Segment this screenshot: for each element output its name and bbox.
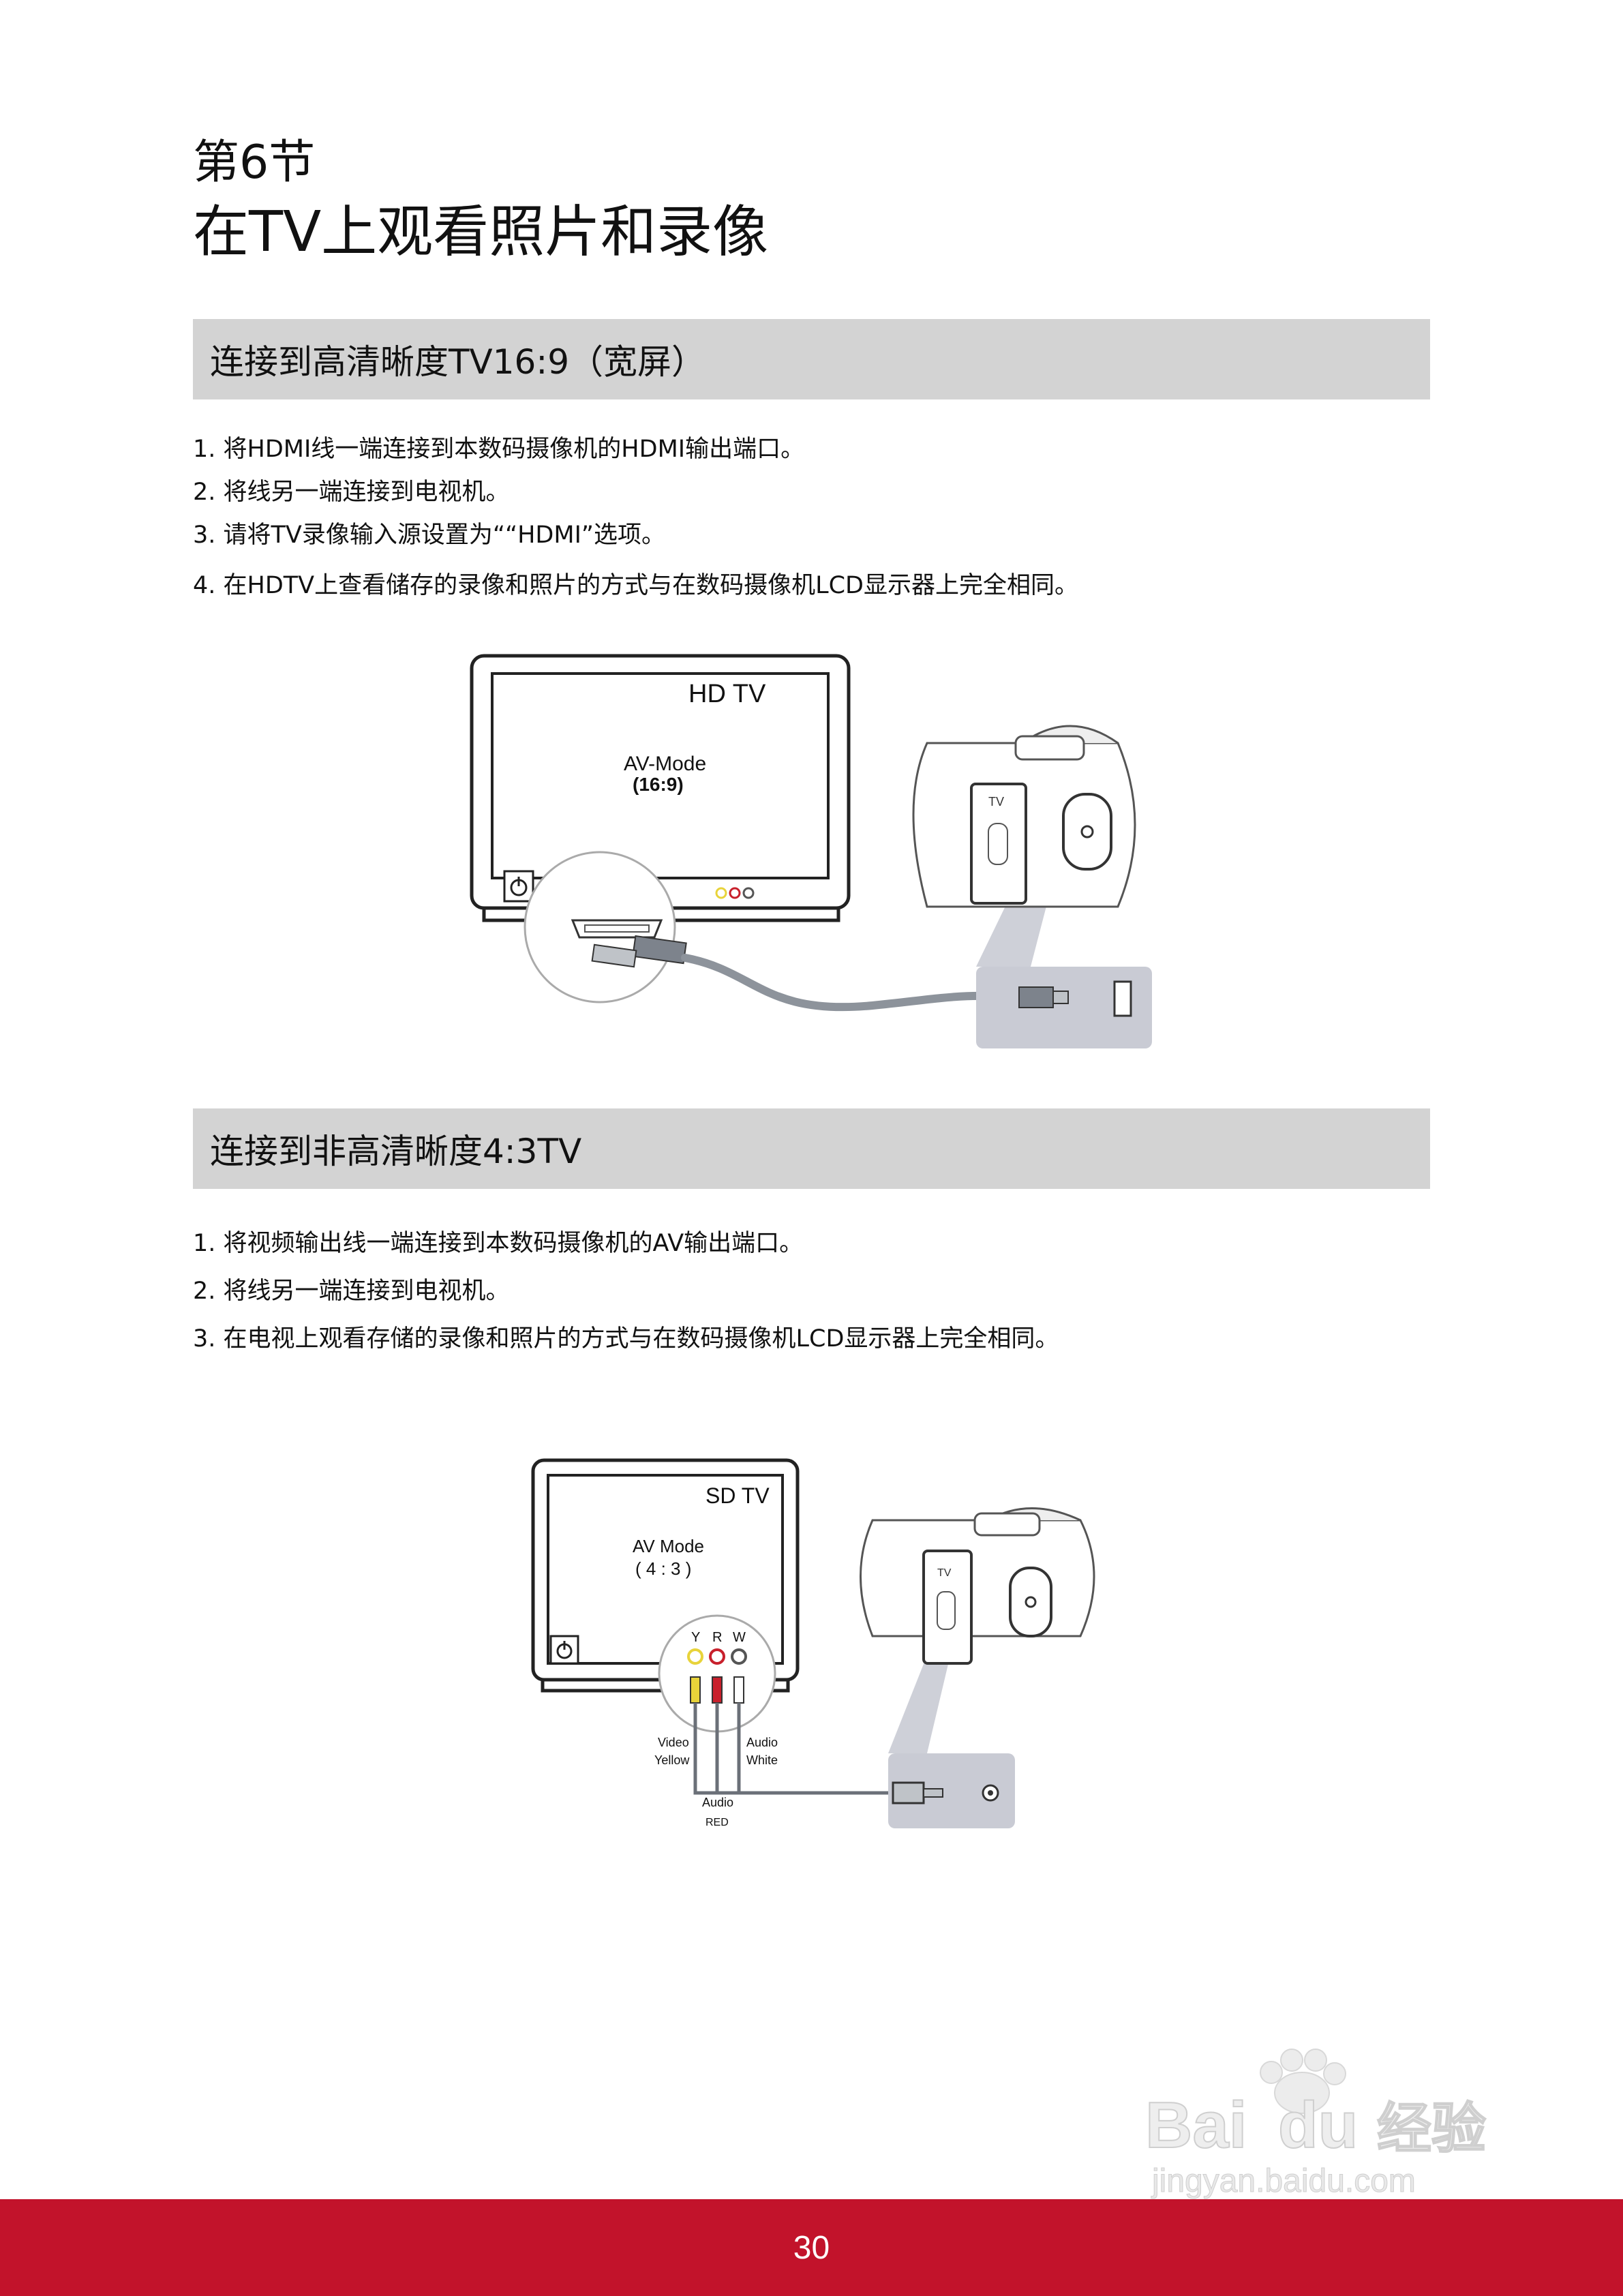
- jack-r-label: R: [712, 1630, 722, 1645]
- section-heading-hd: 连接到高清晰度TV16:9（宽屏）: [193, 319, 1430, 399]
- hdtv-mode-line1: AV-Mode: [624, 753, 706, 775]
- rca-plugs: [690, 1676, 744, 1704]
- av-jack-white: [731, 1648, 747, 1665]
- hdtv-jack-red: [729, 887, 741, 899]
- watermark-du: du: [1278, 2089, 1358, 2162]
- baidu-paw-icon: [1260, 2049, 1346, 2114]
- mini-hdmi-plug: [1018, 986, 1069, 1008]
- hdmi-port-icon: [571, 919, 663, 939]
- jack-w-label: W: [733, 1630, 746, 1645]
- mini-hdmi-port-icon: [1113, 980, 1132, 1017]
- sdtv-power-icon: [556, 1641, 573, 1659]
- power-icon: [510, 877, 528, 896]
- video-label-1: Video: [658, 1736, 689, 1749]
- hd-step-4: 4. 在HDTV上查看储存的录像和照片的方式与在数码摄像机LCD显示器上完全相同…: [193, 572, 1079, 599]
- section-heading-sd: 连接到非高清晰度4:3TV: [193, 1108, 1430, 1189]
- section-heading-sd-text: 连接到非高清晰度4:3TV: [210, 1132, 582, 1171]
- jack-y-label: Y: [691, 1630, 700, 1645]
- page-title: 在TV上观看照片和录像: [193, 200, 769, 265]
- hdtv-label: HD TV: [688, 680, 766, 708]
- sd-camera-tv-label: TV: [937, 1567, 952, 1579]
- sdtv-mode-line2: ( 4 : 3 ): [635, 1558, 691, 1579]
- hdtv-mode-line2: (16:9): [633, 774, 684, 795]
- audio-white-label-1: Audio: [746, 1736, 778, 1749]
- sdtv-connection-diagram: SD TV AV Mode ( 4 : 3 ) Y R W Video Yell…: [531, 1458, 1095, 1828]
- hdtv-connection-diagram: HD TV AV-Mode (16:9) TV: [470, 654, 1152, 1048]
- av-plug: [892, 1781, 943, 1804]
- audio-white-label-2: White: [746, 1753, 778, 1767]
- sd-camera-port-panel: [888, 1753, 1015, 1828]
- hdtv-jack-yellow: [715, 887, 727, 899]
- av-cables: [693, 1703, 893, 1795]
- sd-step-2: 2. 将线另一端连接到电视机。: [193, 1278, 510, 1305]
- footer-bar: [0, 2199, 1623, 2296]
- hd-step-2: 2. 将线另一端连接到电视机。: [193, 479, 510, 506]
- av-port-icon: [982, 1784, 999, 1802]
- sd-step-3: 3. 在电视上观看存储的录像和照片的方式与在数码摄像机LCD显示器上完全相同。: [193, 1325, 1059, 1353]
- hdmi-plug: [591, 935, 687, 968]
- sdtv-label: SD TV: [706, 1483, 770, 1508]
- section-heading-hd-text: 连接到高清晰度TV16:9（宽屏）: [210, 342, 706, 382]
- sd-step-1: 1. 将视频输出线一端连接到本数码摄像机的AV输出端口。: [193, 1230, 804, 1257]
- watermark-bai: Bai: [1145, 2089, 1247, 2162]
- sd-camcorder-illustration: TV: [860, 1507, 1095, 1665]
- sdtv-mode-line1: AV Mode: [633, 1536, 704, 1556]
- page-number: 30: [793, 2230, 830, 2266]
- watermark-url: jingyan.baidu.com: [1151, 2163, 1416, 2199]
- video-label-2: Yellow: [654, 1753, 690, 1767]
- audio-red-label-2: RED: [706, 1817, 729, 1828]
- hdmi-cable: [681, 954, 1027, 1012]
- chapter-label: 第6节: [193, 136, 316, 190]
- sdtv-power-box: [549, 1635, 579, 1665]
- watermark-jingyan: 经验: [1377, 2097, 1486, 2160]
- baidu-jingyan-watermark: Bai du 经验 jingyan.baidu.com: [1145, 2049, 1487, 2200]
- hd-step-1: 1. 将HDMI线一端连接到本数码摄像机的HDMI输出端口。: [193, 436, 805, 463]
- hdtv-screen: [491, 672, 830, 879]
- camera-tv-label: TV: [988, 795, 1004, 809]
- camcorder-illustration: TV: [912, 725, 1136, 908]
- hd-step-3: 3. 请将TV录像输入源设置为““HDMI”选项。: [193, 522, 666, 549]
- av-jack-yellow: [687, 1648, 703, 1665]
- av-jack-red: [709, 1648, 725, 1665]
- hdtv-jack-white: [742, 887, 755, 899]
- audio-red-label-1: Audio: [702, 1796, 733, 1809]
